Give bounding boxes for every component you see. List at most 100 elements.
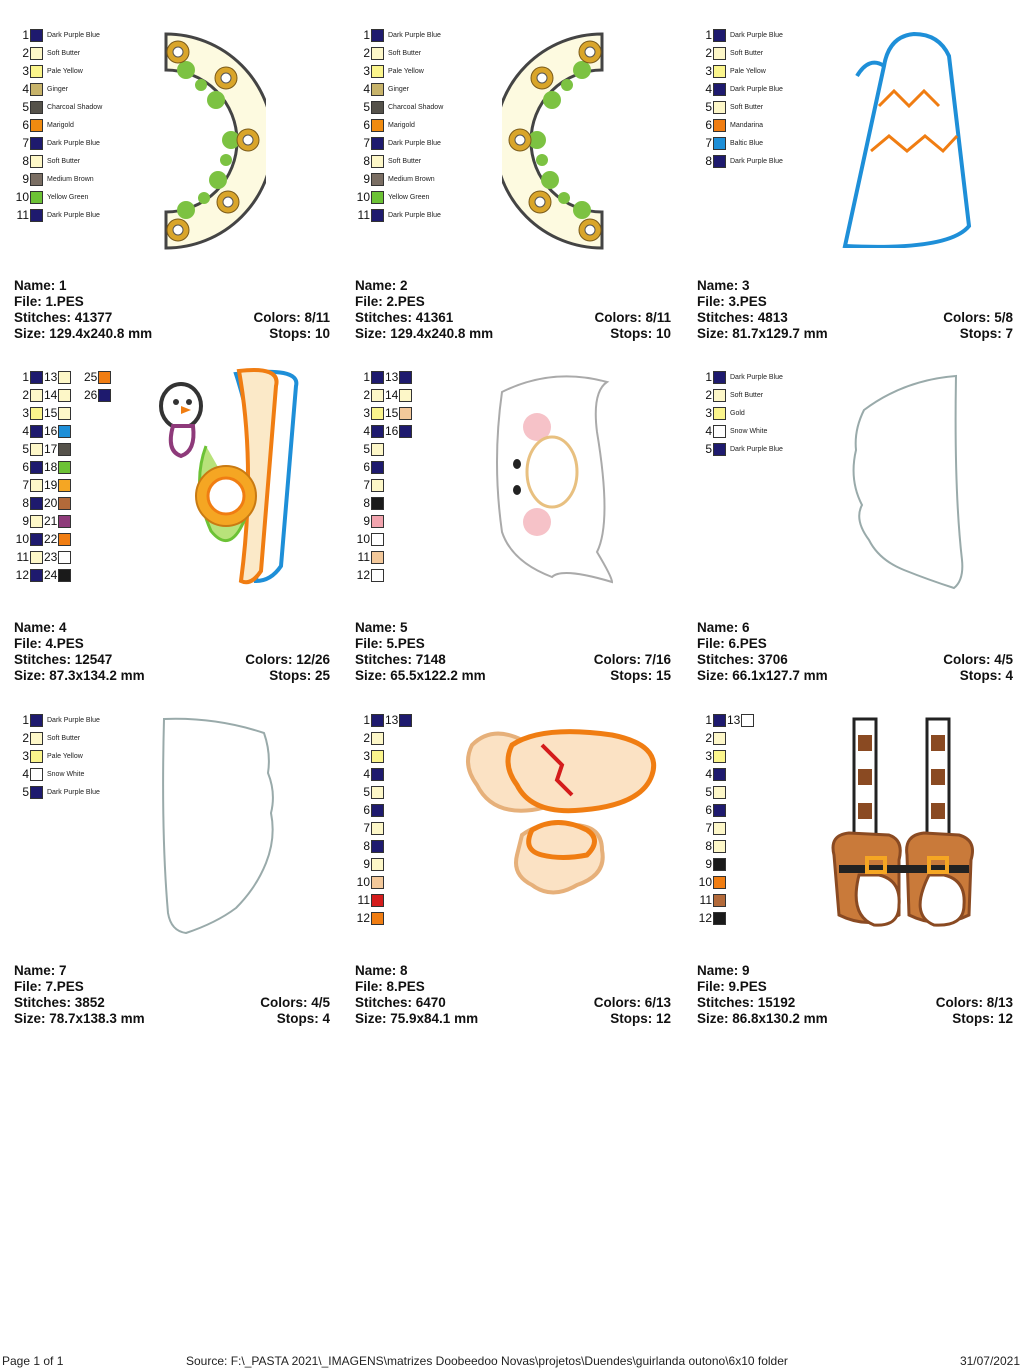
thread-row: 23 (44, 548, 71, 566)
thread-swatch (30, 713, 43, 727)
thread-name: Dark Purple Blue (47, 139, 100, 147)
thread-row: 3 (351, 747, 384, 765)
thread-number: 8 (363, 154, 370, 168)
thread-swatch (30, 190, 43, 204)
design-colors: Colors: 4/5 (943, 652, 1013, 667)
thread-number: 4 (705, 424, 712, 438)
thread-swatch (713, 911, 726, 925)
thread-row: 8 (10, 494, 43, 512)
design-size: Size: 87.3x134.2 mm (14, 668, 145, 683)
thread-number: 1 (705, 713, 712, 727)
design-info: Name: 9 File: 9.PES Stitches: 15192 Colo… (697, 963, 1013, 1027)
thread-swatch (371, 532, 384, 546)
thread-swatch (371, 190, 384, 204)
thread-swatch (30, 370, 43, 384)
thread-swatch (371, 28, 384, 42)
design-size: Size: 75.9x84.1 mm (355, 1011, 479, 1026)
thread-number: 3 (363, 64, 370, 78)
thread-number: 24 (44, 568, 58, 582)
thread-number: 15 (44, 406, 58, 420)
thread-swatch (58, 370, 71, 384)
thread-swatch (30, 568, 43, 582)
design-info: Name: 4 File: 4.PES Stitches: 12547 Colo… (14, 620, 330, 684)
thread-swatch (713, 118, 726, 132)
source-path: Source: F:\_PASTA 2021\_IMAGENS\matrizes… (186, 1354, 788, 1368)
design-preview-1 (164, 32, 266, 250)
thread-number: 2 (22, 46, 29, 60)
thread-number: 1 (22, 28, 29, 42)
thread-swatch (371, 767, 384, 781)
thread-row: 6 (693, 801, 726, 819)
thread-number: 2 (363, 731, 370, 745)
design-name: Name: 9 (697, 963, 750, 978)
design-name: Name: 6 (697, 620, 750, 635)
design-stops: Stops: 4 (276, 1011, 330, 1026)
thread-row: 21 (44, 512, 71, 530)
print-date: 31/07/2021 (959, 1354, 1020, 1368)
design-size: Size: 78.7x138.3 mm (14, 1011, 145, 1026)
thread-row: 1 (351, 368, 384, 386)
thread-swatch (30, 136, 43, 150)
thread-row: 13 (385, 368, 412, 386)
thread-number: 7 (363, 821, 370, 835)
thread-swatch (30, 749, 43, 763)
thread-name: Baltic Blue (730, 139, 764, 147)
thread-number: 1 (363, 713, 370, 727)
thread-swatch (58, 532, 71, 546)
thread-swatch (58, 388, 71, 402)
design-stitches: Stitches: 41377 (14, 310, 113, 325)
design-preview-3 (842, 31, 972, 248)
thread-swatch (30, 550, 43, 564)
thread-swatch (371, 208, 384, 222)
page-number: Page 1 of 1 (2, 1354, 64, 1368)
thread-number: 12 (698, 911, 712, 925)
thread-number: 10 (15, 532, 29, 546)
thread-number: 11 (357, 550, 370, 564)
thread-row: 19 (44, 476, 71, 494)
thread-swatch (371, 749, 384, 763)
thread-number: 6 (705, 118, 712, 132)
thread-swatch (713, 46, 726, 60)
thread-swatch (30, 460, 43, 474)
design-stops: Stops: 15 (610, 668, 671, 683)
thread-row: 9 (10, 512, 43, 530)
thread-row: 20 (44, 494, 71, 512)
thread-row: 2 (351, 729, 384, 747)
thread-number: 5 (22, 100, 29, 114)
thread-swatch (98, 370, 111, 384)
design-info: Name: 5 File: 5.PES Stitches: 7148 Color… (355, 620, 671, 684)
design-preview-8 (466, 729, 656, 895)
thread-row: 14 (385, 386, 412, 404)
thread-swatch (371, 875, 384, 889)
thread-number: 5 (22, 785, 29, 799)
design-size: Size: 66.1x127.7 mm (697, 668, 828, 683)
thread-row: 6 (351, 801, 384, 819)
thread-number: 13 (385, 370, 399, 384)
thread-row: 2 (693, 729, 726, 747)
thread-number: 3 (22, 406, 29, 420)
thread-number: 9 (705, 857, 712, 871)
thread-name: Soft Butter (388, 49, 422, 57)
thread-row: 7 (10, 476, 43, 494)
design-preview-9 (831, 717, 974, 927)
thread-swatch (371, 496, 384, 510)
thread-row: 6 (10, 458, 43, 476)
design-size: Size: 65.5x122.2 mm (355, 668, 486, 683)
thread-number: 5 (363, 785, 370, 799)
thread-number: 13 (44, 370, 58, 384)
thread-name: Snow White (730, 427, 768, 435)
thread-row: 5 (351, 783, 384, 801)
thread-number: 3 (705, 749, 712, 763)
